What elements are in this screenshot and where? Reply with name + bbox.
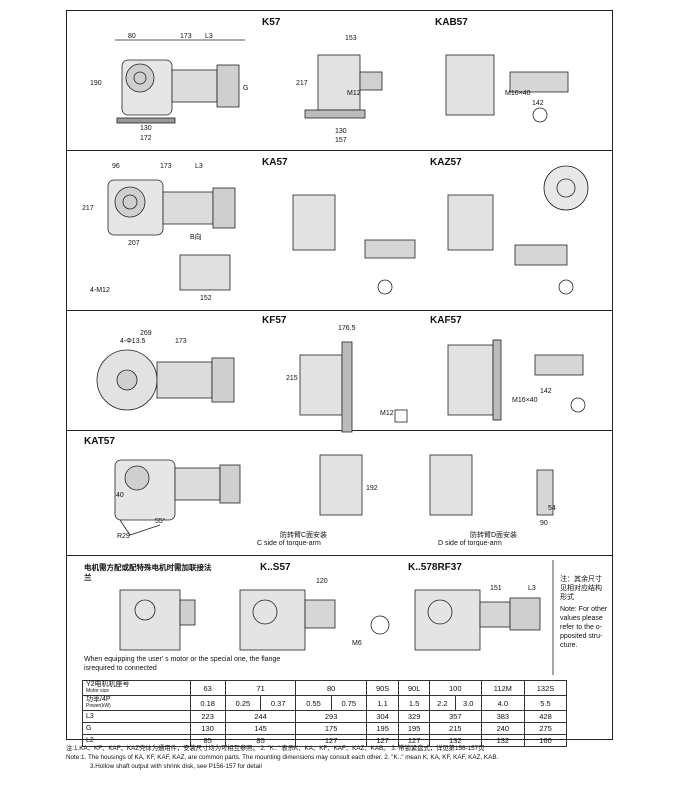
title-ks57: K..S57 [260,562,291,573]
dim-kat57-55: 55° [155,518,166,525]
dim-ka57-4m12: 4-M12 [90,287,110,294]
dim-kab57-157: 157 [335,137,347,144]
dim-k57-80: 80 [128,33,136,40]
kaz57-drawing [447,165,589,295]
dim-k57-190: 190 [90,80,102,87]
dim-kab57-142: 142 [532,100,544,107]
kab57-front [304,54,383,119]
dim-ka57-b-view: B向 [190,234,202,241]
table-row: L2 85 85 127 127 127 132 132 160 [82,734,567,747]
dim-k57-172: 172 [140,135,152,142]
dim-ka57-207: 207 [128,240,140,247]
dim-kab57-m16: M16×40 [505,90,531,97]
dim-kf57-173: 173 [175,338,187,345]
title-kat57: KAT57 [84,436,115,447]
dim-k57-l3: L3 [205,33,213,40]
k57-drawing [115,39,245,124]
title-ka57: KA57 [262,157,288,168]
kf57-drawing [96,341,408,433]
dim-kab57-130: 130 [335,128,347,135]
c-side-en: C side of torque-arm [257,540,321,547]
flange-note-cn: 电机需方配或配特殊电机时需加联接法兰 [84,563,212,582]
dim-ks57-120: 120 [316,578,328,585]
divider-4 [66,555,613,556]
dim-kab57-217: 217 [296,80,308,87]
note-box-cn: 注：其余尺寸见相对应结构形式 [560,576,602,601]
dim-kat57-54: 54 [548,505,556,512]
footnote-en-2: 3.Hollow shaft output with shrink disk, … [90,763,262,770]
dim-k57-130: 130 [140,125,152,132]
title-kaz57: KAZ57 [430,157,462,168]
c-side-cn: 防转臂C面安装 [280,532,328,539]
dim-kf57-m12: M12 [380,410,394,417]
dim-kaf57-142: 142 [540,388,552,395]
dim-kf57-215: 215 [286,375,298,382]
footnote-cn: 注:1.KA、KF、KAF、KAZ壳体为通用件，安装尺寸均为可相互参照。 2. … [66,745,485,752]
dim-ka57-173: 173 [160,163,172,170]
kat57-drawing [114,454,554,536]
d-side-cn: 防转臂D面安装 [470,532,518,539]
ks57-drawing [239,589,390,651]
dim-kab57-m12: M12 [347,90,361,97]
ka57-front [292,194,416,295]
dim-ka57-l3: L3 [195,163,203,170]
dim-k57-173: 173 [180,33,192,40]
dim-k578-l3: L3 [528,585,536,592]
dim-k57-g: G [243,85,249,92]
dim-ks57-m6: M6 [352,640,362,647]
divider-1 [66,150,613,151]
table-row: L3 223 244 293 304 329 357 383 428 [82,710,567,723]
d-side-en: D side of torque-arm [438,540,502,547]
dim-ka57-217: 217 [82,205,94,212]
flange-note-en: When equipping the user' s motor or the … [84,656,281,672]
ka57-drawing [107,179,236,291]
k578rf37-drawing [414,589,541,651]
note-box-en: Note: For other values please refer to t… [560,606,608,649]
dim-kf57-176: 176.5 [338,325,356,332]
kaf57-drawing [447,339,586,421]
divider-2 [66,310,613,311]
title-kab57: KAB57 [435,17,468,28]
dim-kaf57-m16: M16×40 [512,397,538,404]
title-k578rf37: K..578RF37 [408,562,462,573]
dim-kat57-r29: R29 [117,533,130,540]
dim-ka57-96: 96 [112,163,120,170]
footnote-en-1: Note:1. The housings of KA, KF, KAF, KAZ… [66,754,499,761]
dim-ka57-152: 152 [200,295,212,302]
title-kaf57: KAF57 [430,315,462,326]
dim-kf57-269: 269 [140,330,152,337]
dim-kf57-4d13: 4-Φ13.5 [120,338,146,345]
table-row: G 130 145 175 195 195 215 240 275 [82,722,567,735]
kab57-side [445,54,569,123]
title-k57: K57 [262,17,281,28]
divider-3 [66,430,613,431]
dim-k578-151: 151 [490,585,502,592]
dim-kab57-153: 153 [345,35,357,42]
dim-kat57-192: 192 [366,485,378,492]
dim-kat57-40: 40 [116,492,124,499]
flange-drawing [119,589,196,651]
dim-kat57-90: 90 [540,520,548,527]
title-kf57: KF57 [262,315,287,326]
